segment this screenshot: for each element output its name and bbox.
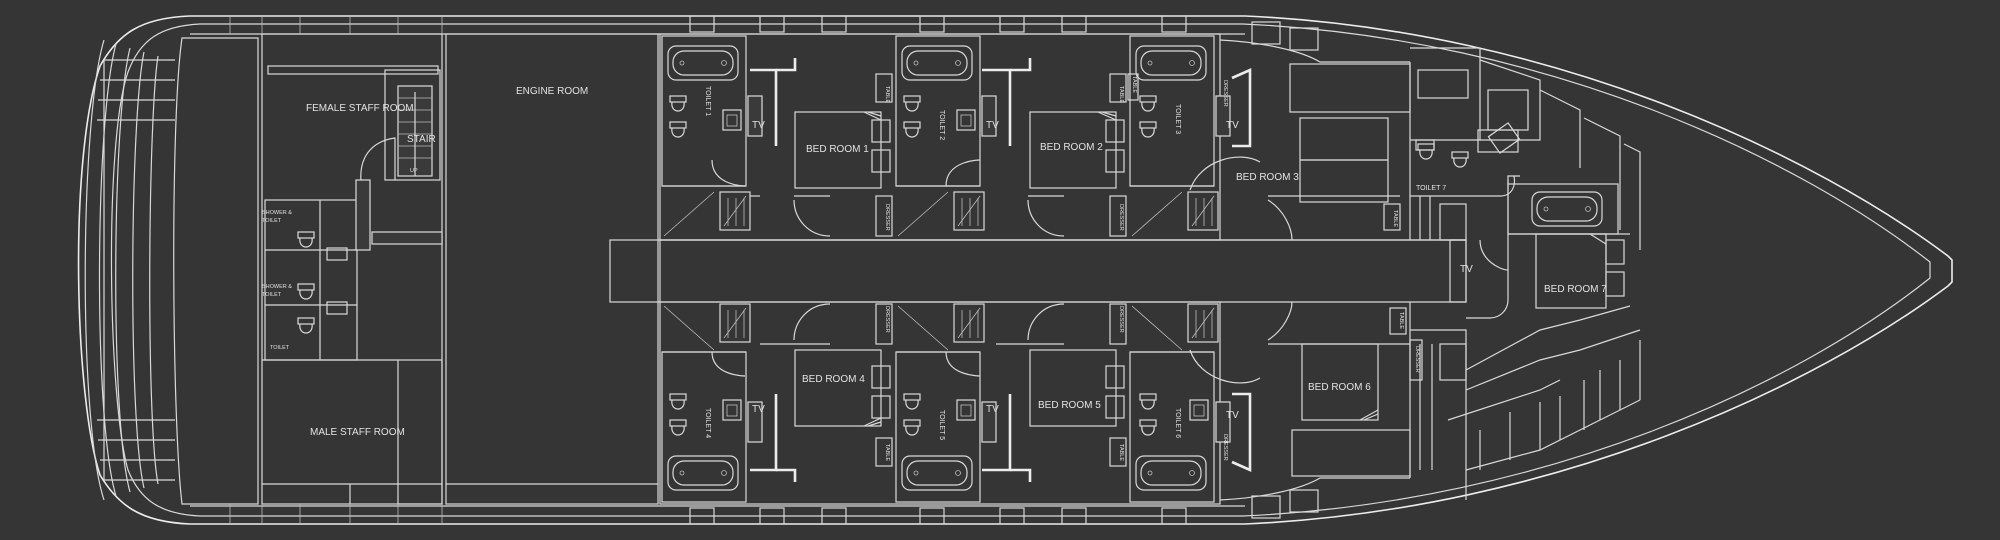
sink-4	[722, 399, 742, 421]
toilet-5-label: TOILET 5	[938, 410, 945, 440]
male-staff-room-label: MALE STAFF ROOM	[310, 427, 405, 438]
shower-4	[719, 303, 751, 343]
central-corridor: TV	[609, 239, 1473, 303]
toilet-1-label: TOILET 1	[704, 86, 711, 116]
corridor-tv: TV	[1460, 264, 1473, 275]
staff-wc-1	[297, 231, 315, 248]
sink-5	[956, 399, 976, 421]
stair: STAIR UP	[397, 85, 436, 177]
table-6: TABLE	[1398, 312, 1404, 329]
toilet-6-label: TOILET 6	[1174, 408, 1181, 438]
bathtub-3	[1135, 45, 1207, 81]
tv-4: TV	[752, 404, 765, 415]
bathtub-2	[901, 45, 973, 81]
bed-room-7-label: BED ROOM 7	[1544, 284, 1607, 295]
tv-3: TV	[1226, 120, 1239, 131]
wc-6	[1139, 393, 1157, 410]
shower-6	[1187, 303, 1219, 343]
wc-3	[1139, 95, 1157, 112]
shower-1	[719, 191, 751, 231]
tv-6: TV	[1226, 410, 1239, 421]
staff-toilet-label: TOILET	[270, 345, 290, 351]
shower-toilet-b-label-2: TOILET	[262, 292, 282, 298]
tv-5: TV	[986, 404, 999, 415]
female-staff-room-label: FEMALE STAFF ROOM	[306, 103, 414, 114]
lower-cabins: TOILET 4 TV TABLE DRESSER BED ROOM 4 TOI…	[659, 301, 1423, 505]
sink-6	[1189, 399, 1209, 421]
dresser-2: DRESSER	[1118, 204, 1124, 231]
forward-section: TOILET 7 BED ROOM 7	[1410, 47, 1641, 500]
upper-cabins: TOILET 1 TV TABLE DRESSER BED ROOM 1 TOI…	[659, 33, 1466, 241]
wc-1	[669, 95, 687, 112]
aft-deck-hatched	[173, 37, 259, 505]
bed-room-5-label: BED ROOM 5	[1038, 400, 1101, 411]
table-1: TABLE	[884, 86, 890, 103]
wc-5	[903, 393, 921, 410]
staff-wc-3	[297, 317, 315, 334]
bed-room-3-label: BED ROOM 3	[1236, 172, 1299, 183]
bed-room-2-label: BED ROOM 2	[1040, 142, 1103, 153]
engine-room-label: ENGINE ROOM	[516, 86, 588, 97]
toilet-4-label: TOILET 4	[704, 408, 711, 438]
shower-5	[953, 303, 985, 343]
table-5: TABLE	[1118, 444, 1124, 461]
bidet-1	[669, 121, 687, 138]
shower-toilet-b-label: SHOWER &	[262, 284, 292, 290]
dresser-4: DRESSER	[884, 306, 890, 333]
sink-1	[722, 109, 742, 131]
dresser-5: DRESSER	[1118, 306, 1124, 333]
table-3: TABLE	[1131, 76, 1137, 93]
bathtub-4	[667, 455, 739, 491]
dresser-3: DRESSER	[1222, 80, 1228, 107]
bathtub-7	[1531, 191, 1603, 227]
shower-3	[1187, 191, 1219, 231]
table-4: TABLE	[884, 444, 890, 461]
shower-toilet-a-label-2: TOILET	[262, 218, 282, 224]
hull-outline	[77, 15, 1953, 525]
dresser-6b: DRESSER	[1414, 346, 1420, 373]
bidet-4	[669, 419, 687, 436]
bidet-6	[1139, 419, 1157, 436]
wc-7	[1417, 143, 1435, 160]
toilet-3-label: TOILET 3	[1174, 104, 1181, 134]
shower-toilet-a-label: SHOWER &	[262, 210, 292, 216]
stair-up-label: UP	[410, 168, 418, 174]
dresser-6: DRESSER	[1222, 434, 1228, 461]
staff-wc-2	[297, 283, 315, 300]
tv-1: TV	[752, 120, 765, 131]
bidet-2	[903, 121, 921, 138]
bidet-5	[903, 419, 921, 436]
bathtub-1	[667, 45, 739, 81]
stair-label: STAIR	[407, 134, 436, 145]
hull-frames	[229, 16, 443, 524]
staff-quarters: STAIR UP SHOWER & TOILET SHOWER & TOILET…	[261, 33, 443, 505]
bathtub-6	[1135, 455, 1207, 491]
bidet-3	[1139, 121, 1157, 138]
engine-room: ENGINE ROOM	[445, 33, 659, 505]
table-3b: TABLE	[1392, 210, 1398, 227]
bidet-7	[1451, 151, 1469, 168]
bathtub-5	[901, 455, 973, 491]
sink-2	[956, 109, 976, 131]
tv-2: TV	[986, 120, 999, 131]
shower-2	[953, 191, 985, 231]
bed-room-1-label: BED ROOM 1	[806, 144, 869, 155]
toilet-2-label: TOILET 2	[938, 110, 945, 140]
wc-2	[903, 95, 921, 112]
bed-room-4-label: BED ROOM 4	[802, 374, 865, 385]
toilet-7-label: TOILET 7	[1416, 185, 1446, 192]
dresser-1: DRESSER	[884, 204, 890, 231]
wc-4	[669, 393, 687, 410]
table-2: TABLE	[1118, 86, 1124, 103]
bed-room-6-label: BED ROOM 6	[1308, 382, 1371, 393]
